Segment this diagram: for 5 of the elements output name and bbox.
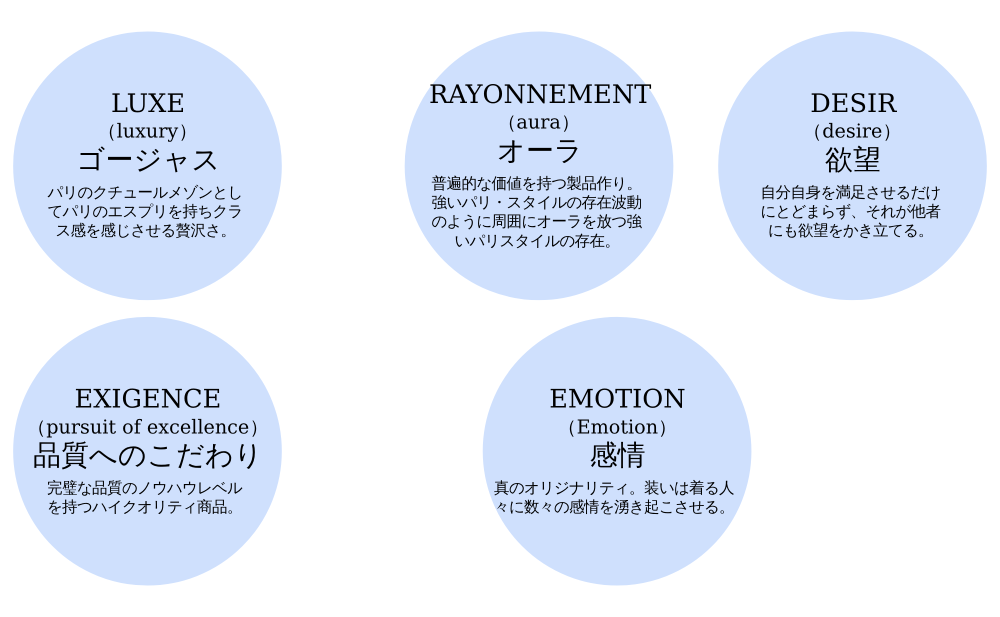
node-circle: LUXE （luxury） ゴージャス パリのクチュールメゾンとしてパリのエスプリを持ちクラス感を感じさせる贅沢さ。 — [13, 31, 282, 300]
node-circle: EMOTION （Emotion） 感情 真のオリジナリティ。装いは着る人々に数々の感情を湧き起こさせる。 — [482, 316, 752, 586]
node-circle: RAYONNEMENT （aura） オーラ 普遍的な価値を持つ製品作り。強いパリ・スタイルの存在波動のように周囲にオーラを放つ強いパリスタイルの存在。 — [404, 31, 674, 300]
node-circle: DESIR （desire） 欲望 自分自身を満足させるだけにとどまらず、それが他者にも欲望をかき立てる。 — [718, 31, 987, 300]
node-circle: EXIGENCE （pursuit of excellence） 品質へのこだわり 完璧な品質のノウハウレベルを持つハイクオリティ商品。 — [13, 316, 282, 586]
